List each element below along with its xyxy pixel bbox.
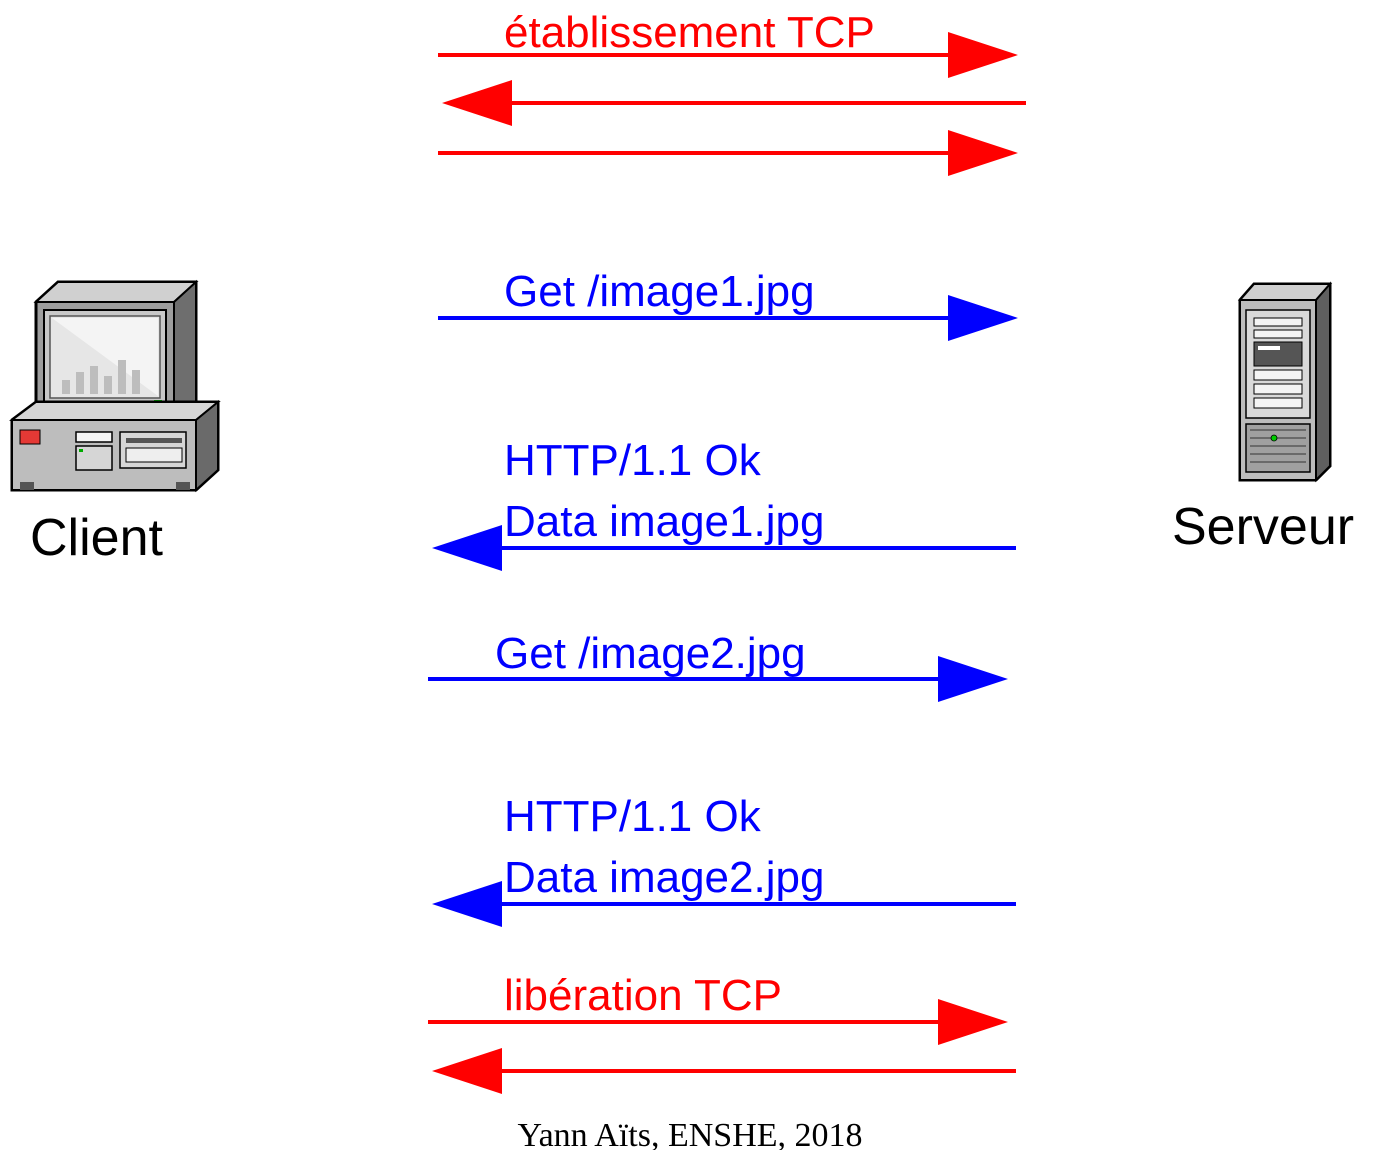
response1-arrowhead <box>432 525 502 571</box>
client-label: Client <box>30 509 163 567</box>
response1-status: HTTP/1.1 Ok <box>504 436 762 485</box>
footer-credit: Yann Aïts, ENSHE, 2018 <box>517 1117 862 1150</box>
desktop-computer-icon <box>9 279 221 493</box>
response2-status: HTTP/1.1 Ok <box>504 792 762 841</box>
request2-arrowhead <box>938 656 1008 702</box>
tcp-close-group: libération TCP <box>428 971 1016 1094</box>
request2-group: Get /image2.jpg <box>428 629 1008 702</box>
tcp-finack-arrowhead <box>432 1048 502 1094</box>
tcp-open-label: établissement TCP <box>504 8 875 57</box>
tcp-close-label: libération TCP <box>504 971 782 1020</box>
response2-data: Data image2.jpg <box>504 853 824 902</box>
tcp-syn-arrowhead <box>948 32 1018 78</box>
response1-data: Data image1.jpg <box>504 497 824 546</box>
request1-arrowhead <box>948 295 1018 341</box>
response2-group: HTTP/1.1 Ok Data image2.jpg <box>432 792 1016 927</box>
server-label: Serveur <box>1172 498 1354 556</box>
request1-label: Get /image1.jpg <box>504 267 815 316</box>
response1-group: HTTP/1.1 Ok Data image1.jpg <box>432 436 1016 571</box>
request1-group: Get /image1.jpg <box>438 267 1018 341</box>
tcp-ack-arrowhead <box>948 130 1018 176</box>
tcp-fin-arrowhead <box>938 999 1008 1045</box>
response2-arrowhead <box>432 881 502 927</box>
server-tower-icon <box>1237 281 1333 483</box>
tcp-open-group: établissement TCP <box>438 8 1026 176</box>
request2-label: Get /image2.jpg <box>495 629 806 678</box>
tcp-synack-arrowhead <box>442 80 512 126</box>
